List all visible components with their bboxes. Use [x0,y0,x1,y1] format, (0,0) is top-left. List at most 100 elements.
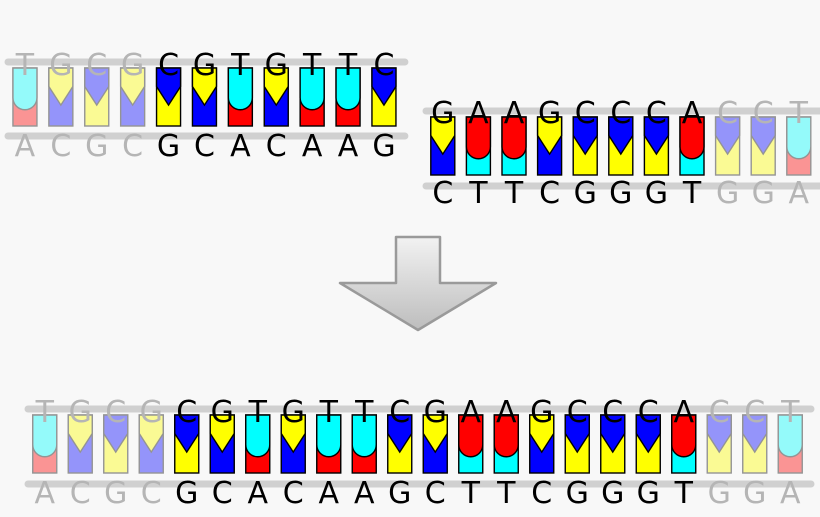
base-pair [742,414,768,474]
base-t [227,67,254,111]
bottom-letter: A [247,476,268,511]
base-pair [643,116,670,176]
base-pair [635,414,661,474]
base-box [714,116,741,176]
top-letter: C [158,48,179,83]
base-box [750,116,776,176]
base-box [12,67,38,127]
bottom-letter: G [708,476,731,511]
base-pair [564,414,590,474]
base-pair [458,414,484,474]
base-c [84,67,110,107]
base-pair [572,116,598,176]
bottom-letter: T [461,476,481,511]
top-letter: A [682,96,703,131]
base-c [387,414,413,454]
top-letter: T [35,395,55,430]
base-pair [465,116,492,176]
base-pair [430,116,456,176]
base-pair [245,414,271,474]
bottom-letter: G [104,476,127,511]
bottom-letter: C [425,476,446,511]
bottom-letter: T [496,476,516,511]
base-t [335,67,361,111]
top-letter: T [780,395,800,430]
bottom-letter: C [194,129,215,164]
base-a [465,116,492,160]
base-t [12,67,38,111]
bottom-letter: C [50,129,71,164]
base-pair [32,414,58,474]
base-pair [679,116,705,176]
base-pair [706,414,732,474]
base-pair [671,414,697,474]
bottom-letter: G [157,129,180,164]
base-t [777,414,803,458]
base-pair [608,116,634,176]
base-c [371,67,397,107]
base-pair [103,414,129,474]
base-pair [600,414,626,474]
base-box [48,67,74,127]
base-pair [263,67,289,127]
bottom-letter: G [85,129,108,164]
top-letter: G [140,395,163,430]
bottom-letter: G [175,476,198,511]
bottom-letter: G [743,476,766,511]
top-letter: T [15,48,35,83]
bottom-letter: C [539,176,560,211]
bottom-letter: A [15,129,36,164]
base-c [714,116,741,156]
base-t [32,414,58,458]
bottom-letter: C [283,476,304,511]
base-pair [209,414,235,474]
bottom-letter: G [716,176,739,211]
base-c [608,116,634,156]
bottom-letter: A [789,176,810,211]
base-pair [280,414,306,474]
bottom-letter: C [531,476,552,511]
base-pair [777,414,803,474]
base-pair [493,414,519,474]
top-letter: C [610,96,631,131]
top-letter: G [193,48,216,83]
base-c [742,414,768,454]
bottom-letter: A [318,476,339,511]
top-letter: A [504,96,525,131]
base-pair [750,116,776,176]
base-g [67,414,93,454]
top-letter: A [673,395,694,430]
base-box [84,67,110,127]
base-pair [67,414,93,474]
down-arrow-icon [338,235,498,332]
base-g [209,414,235,454]
top-letter: G [49,48,72,83]
top-letter: T [338,48,358,83]
base-box [742,414,768,474]
bottom-letter: C [70,476,91,511]
base-c [643,116,670,156]
bottom-letter: C [212,476,233,511]
base-c [564,414,590,454]
top-letter: C [709,395,730,430]
bottom-letter: T [674,476,694,511]
base-g [422,414,448,454]
base-c [635,414,661,454]
bottom-letter: T [468,176,488,211]
top-letter: A [496,395,517,430]
top-letter: C [638,395,659,430]
base-box [777,414,803,474]
base-g [191,67,218,107]
base-c [706,414,732,454]
base-g [263,67,289,107]
bottom-letter: G [645,176,668,211]
base-pair [84,67,110,127]
base-pair [12,67,38,127]
top-letter: T [354,395,374,430]
top-letter: C [744,395,765,430]
base-g [280,414,306,454]
bottom-letter: G [566,476,589,511]
base-pair [227,67,254,127]
base-pair [48,67,74,127]
